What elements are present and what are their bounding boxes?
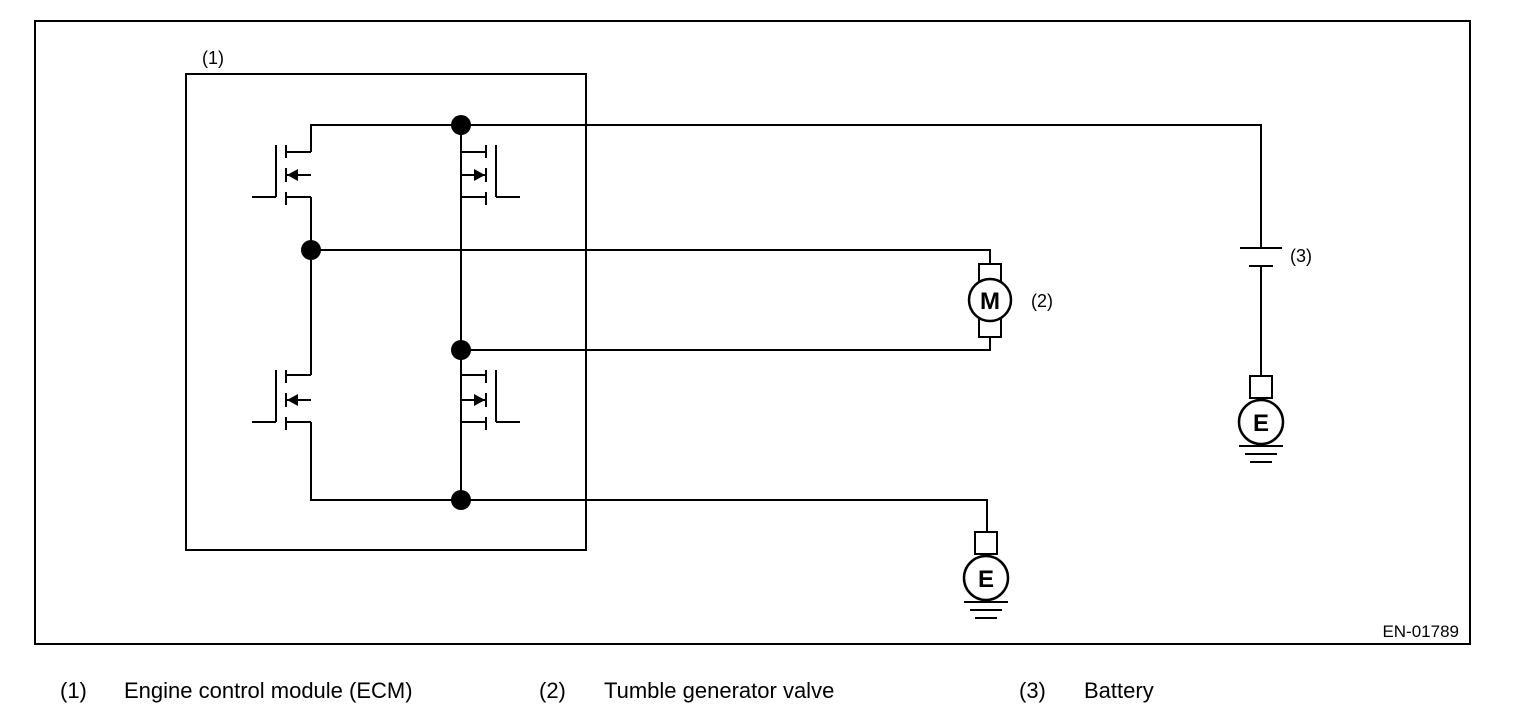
- junction-dots: [301, 115, 471, 510]
- ecm-label: (1): [202, 48, 224, 68]
- figure-id: EN-01789: [1382, 622, 1459, 641]
- mosfet-bottom-left: [252, 370, 311, 430]
- battery-symbol: [1240, 247, 1282, 267]
- legend-text-ecm: Engine control module (ECM): [124, 678, 413, 703]
- outer-frame: [34, 20, 1471, 645]
- mosfet-bottom-right: [461, 370, 520, 430]
- motor-label: (2): [1031, 291, 1053, 311]
- ground-symbol-ecm: E: [962, 530, 1010, 620]
- legend-text-valve: Tumble generator valve: [604, 678, 835, 703]
- junction-dot: [451, 490, 471, 510]
- junction-dot: [451, 115, 471, 135]
- mosfet-top-left: [252, 145, 311, 205]
- legend-num-valve: (2): [539, 678, 566, 703]
- motor-symbol: M (2): [967, 263, 1053, 338]
- circuit-wires: [310, 124, 1262, 533]
- legend-text-battery: Battery: [1084, 678, 1154, 703]
- junction-dot: [451, 340, 471, 360]
- ground-symbol-letter: E: [1253, 410, 1269, 437]
- battery-label: (3): [1290, 246, 1312, 266]
- ecm-module: (1): [185, 48, 587, 551]
- ground-symbol-letter: E: [978, 566, 994, 593]
- mosfet-top-right: [461, 145, 520, 205]
- ground-symbol-battery: E: [1237, 374, 1285, 464]
- legend: (1) Engine control module (ECM) (2) Tumb…: [0, 672, 1536, 712]
- legend-num-battery: (3): [1019, 678, 1046, 703]
- junction-dot: [301, 240, 321, 260]
- circuit-diagram: (1): [34, 20, 1471, 645]
- motor-symbol-letter: M: [980, 288, 1000, 315]
- legend-num-ecm: (1): [60, 678, 87, 703]
